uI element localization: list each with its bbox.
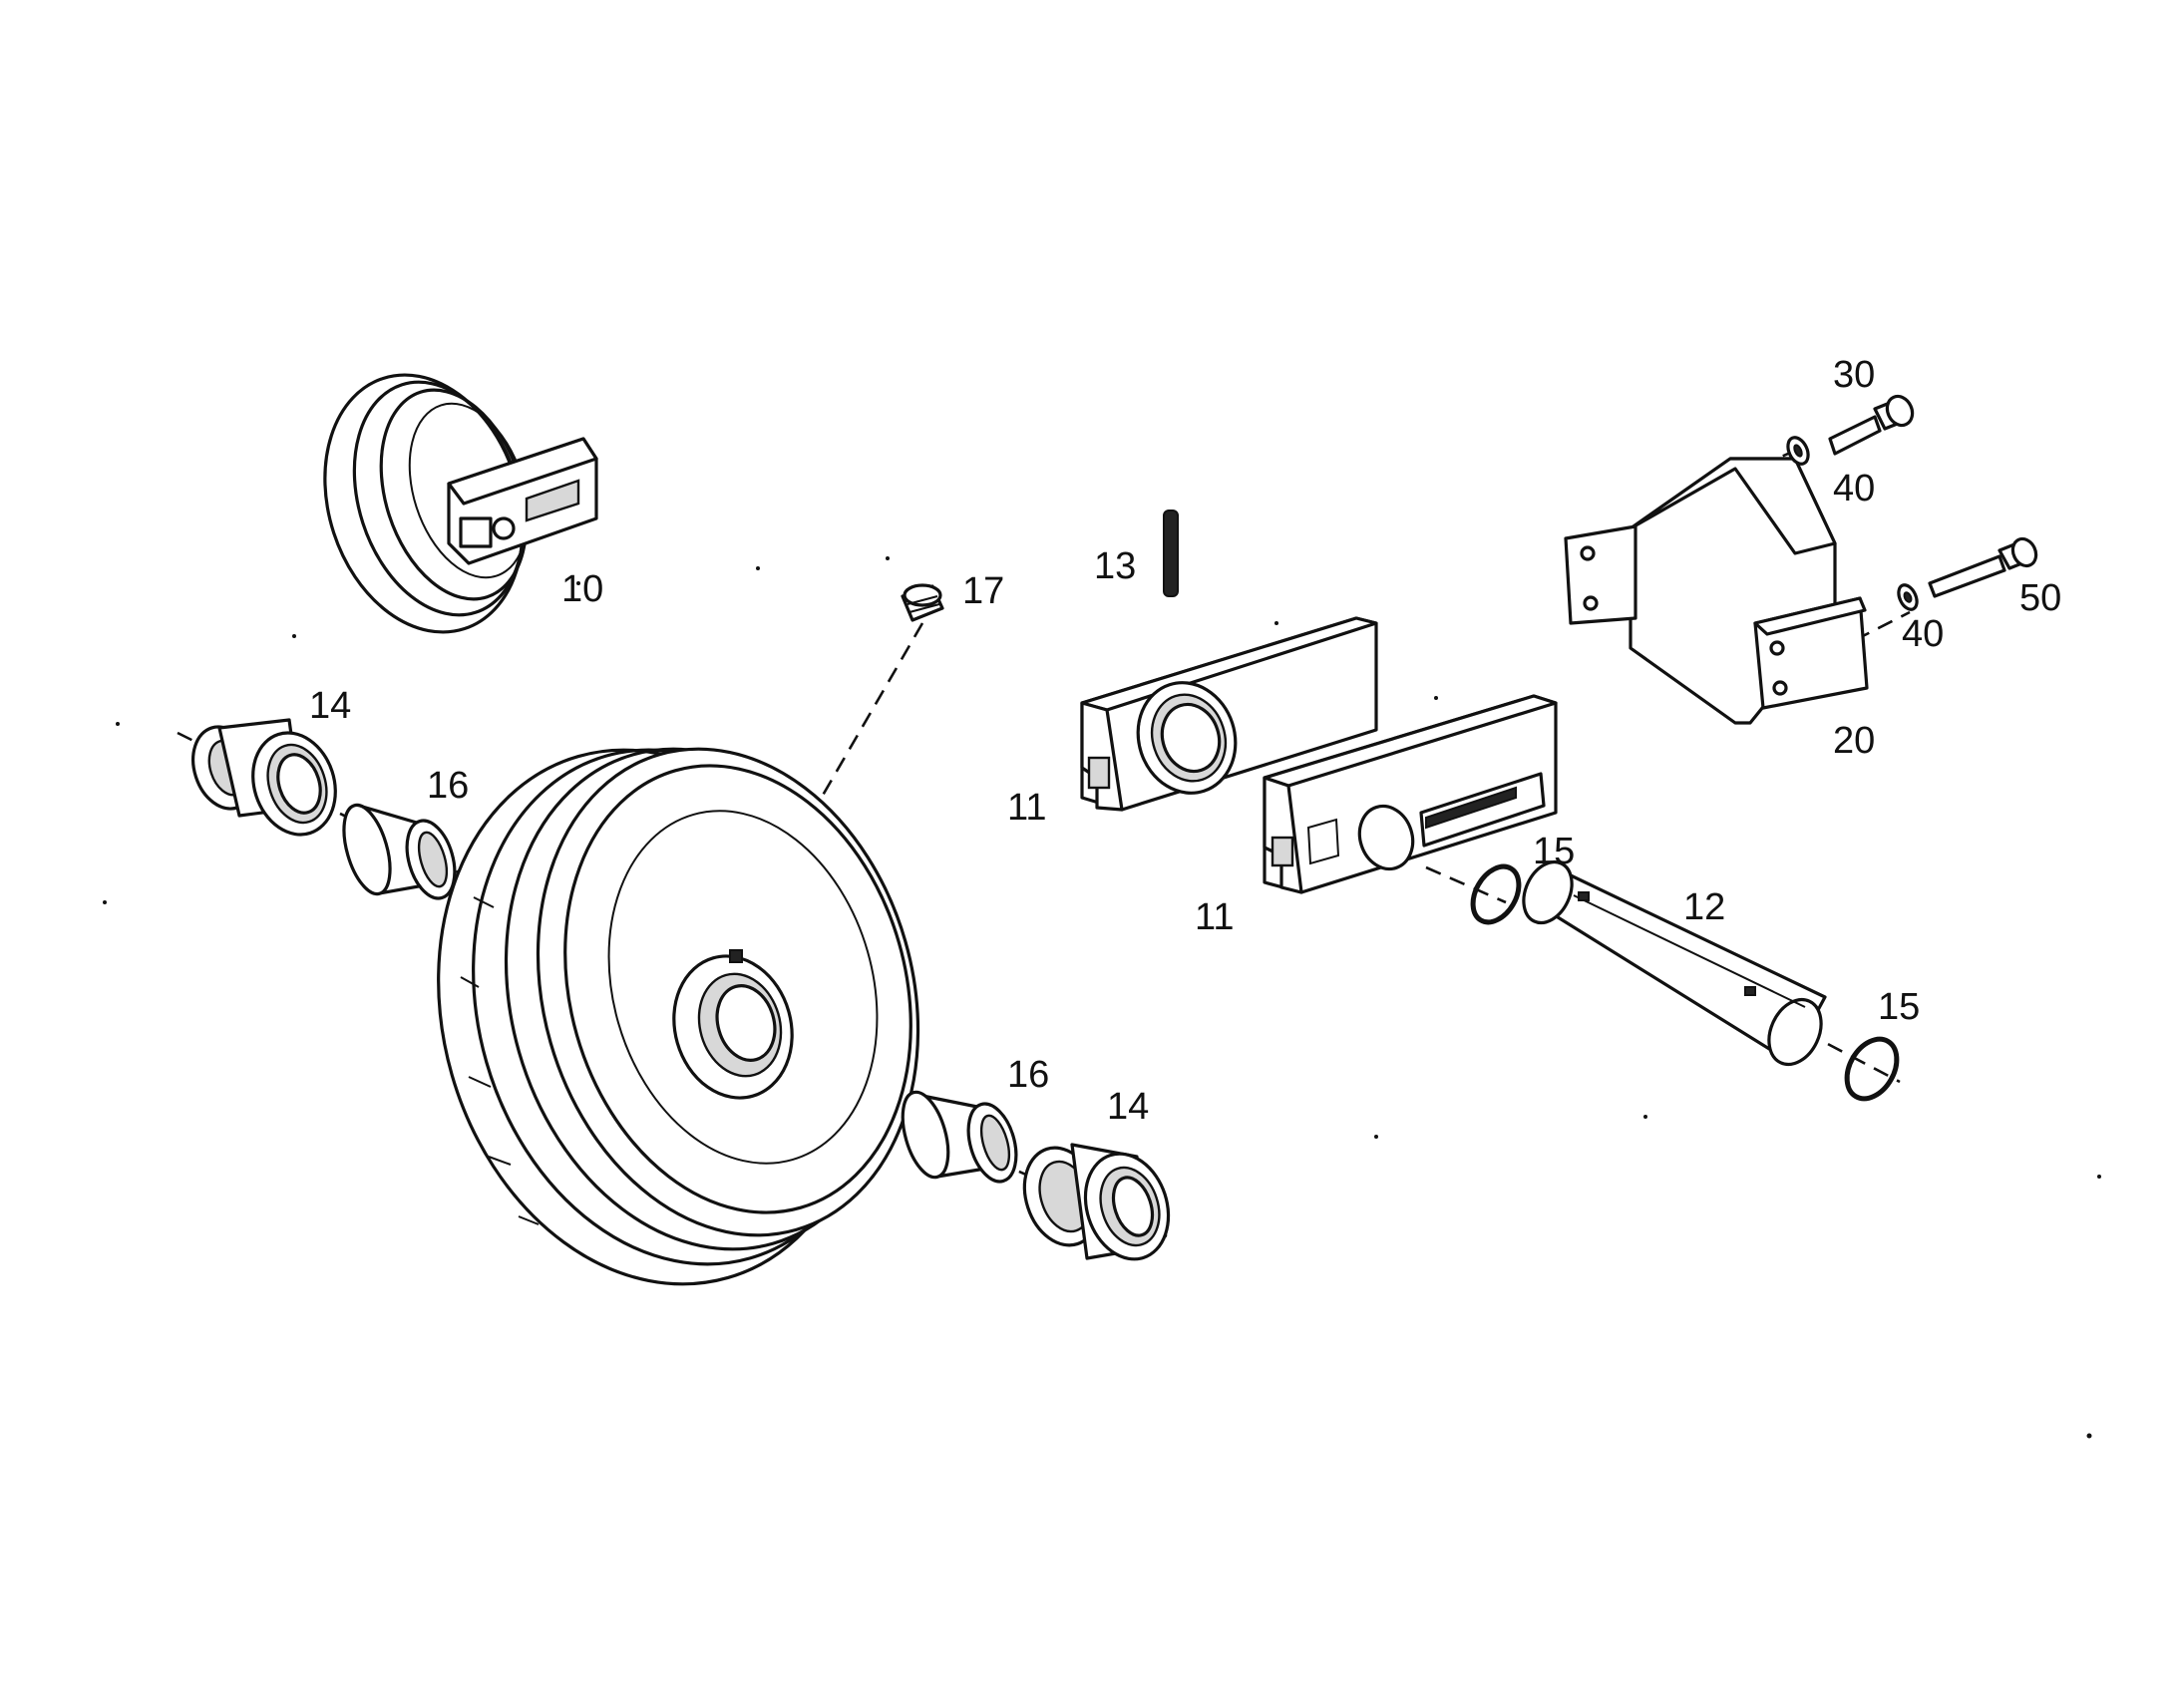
callout-30: 30 (1833, 354, 1875, 396)
callout-14-right: 14 (1107, 1086, 1149, 1128)
o-ring-top-drawing (1470, 863, 1522, 925)
bushing-right-drawing (901, 1090, 1018, 1184)
pin-drawing (1163, 510, 1179, 597)
washer-top-drawing (1786, 436, 1810, 466)
callout-40-top: 40 (1833, 468, 1875, 510)
bolt-top-drawing (1828, 394, 1915, 456)
scan-specks (103, 556, 2101, 1439)
idler-assembly-drawing (323, 373, 598, 634)
guide-bracket-left-drawing (1080, 616, 1378, 812)
callout-17: 17 (962, 570, 1004, 612)
callouts: 10 11 11 12 13 14 14 15 15 16 16 17 20 3… (309, 354, 2061, 1128)
callout-16-right: 16 (1007, 1054, 1049, 1096)
plug-drawing (901, 583, 944, 622)
callout-10: 10 (561, 568, 603, 610)
callout-40-bottom: 40 (1902, 613, 1944, 655)
bolt-bottom-drawing (1928, 536, 2038, 598)
shaft-drawing (1522, 859, 1827, 1067)
bushing-left-drawing (342, 803, 457, 900)
guide-bracket-right-drawing (1263, 694, 1558, 894)
callout-20: 20 (1833, 720, 1875, 762)
washer-bottom-drawing (1897, 583, 1919, 611)
seal-left-drawing (191, 718, 337, 837)
callout-15-bottom: 15 (1878, 986, 1920, 1028)
callout-16-left: 16 (427, 765, 469, 807)
seal-right-drawing (1022, 1143, 1171, 1261)
callout-15-top: 15 (1533, 831, 1575, 872)
callout-13: 13 (1094, 545, 1136, 587)
block-drawing (1564, 457, 1869, 725)
callout-50: 50 (2019, 577, 2061, 619)
callout-11-right: 11 (1195, 896, 1234, 938)
callout-12: 12 (1683, 886, 1725, 928)
o-ring-bottom-drawing (1844, 1036, 1900, 1102)
idler-wheel-drawing (437, 747, 920, 1286)
callout-11-left: 11 (1007, 787, 1046, 829)
callout-14-left: 14 (309, 685, 351, 727)
